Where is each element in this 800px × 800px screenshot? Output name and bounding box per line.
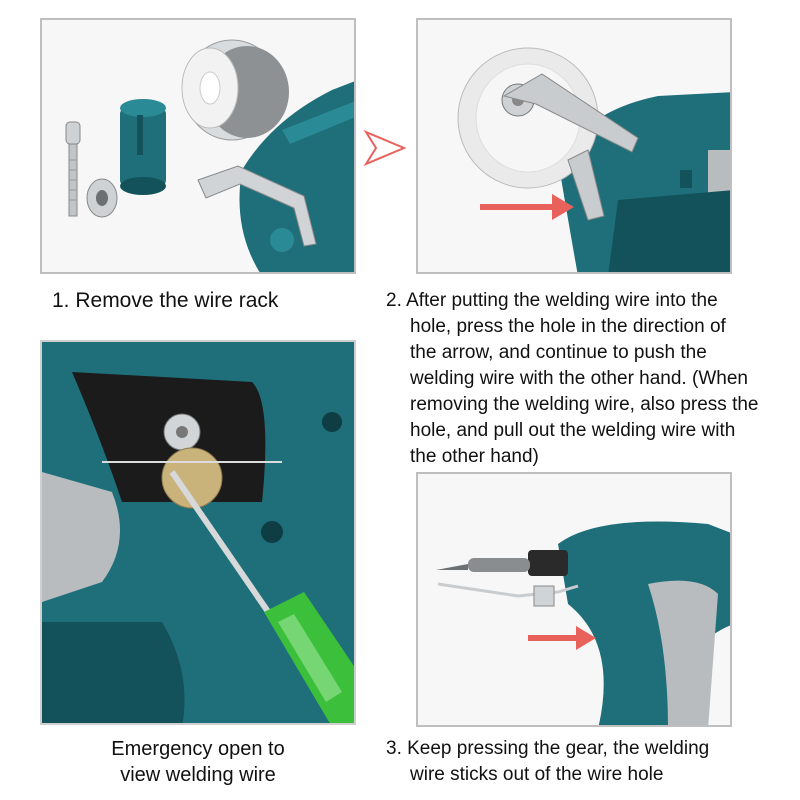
wire-rack-bracket: [197, 165, 317, 247]
step3-caption: 3. Keep pressing the gear, the welding w…: [386, 736, 792, 788]
soldering-tip: [436, 558, 530, 572]
caption-line: 2. After putting the welding wire into t…: [386, 290, 718, 311]
wire-rack-bracket: [502, 73, 639, 221]
emergency-open-illustration: [42, 342, 354, 723]
caption-line: view welding wire: [120, 764, 276, 786]
emergency-open-image: [40, 340, 356, 725]
wire-spool: [181, 39, 289, 141]
bolt: [65, 121, 81, 217]
press-direction-arrow-icon: [528, 626, 596, 650]
spool-holder: [120, 99, 166, 195]
caption-line: hole, press the hole in the direction of: [410, 316, 726, 337]
open-cover-area: [72, 372, 282, 509]
caption-line: Emergency open to: [111, 738, 285, 760]
caption-line: 3. Keep pressing the gear, the welding: [386, 738, 710, 759]
step2-illustration: [457, 47, 730, 272]
caption-line: removing the welding wire, also press th…: [410, 394, 759, 415]
step3-image: [416, 472, 732, 727]
tool-body: [528, 521, 730, 725]
step1-illustration: [65, 39, 354, 272]
caption-line: wire sticks out of the wire hole: [410, 764, 664, 785]
next-step-arrow-icon: [363, 129, 407, 167]
emergency-open-caption: Emergency open to view welding wire: [40, 736, 356, 788]
caption-line: hole, and pull out the welding wire with: [410, 420, 736, 441]
step2-caption: 2. After putting the welding wire into t…: [386, 288, 792, 470]
screwdriver: [169, 470, 354, 723]
caption-line: the arrow, and continue to push the: [410, 342, 707, 363]
tool-body: [239, 81, 354, 272]
step2-image: [416, 18, 732, 274]
nut: [86, 178, 118, 218]
step1-image: [40, 18, 356, 274]
caption-line: the other hand): [410, 446, 539, 467]
welding-wire: [437, 582, 579, 607]
caption-line: 1. Remove the wire rack: [52, 289, 279, 312]
step1-caption: 1. Remove the wire rack: [52, 288, 372, 314]
press-direction-arrow-icon: [480, 194, 574, 220]
caption-line: welding wire with the other hand. (When: [410, 368, 748, 389]
step3-illustration: [436, 521, 730, 725]
tool-body: [558, 92, 730, 272]
